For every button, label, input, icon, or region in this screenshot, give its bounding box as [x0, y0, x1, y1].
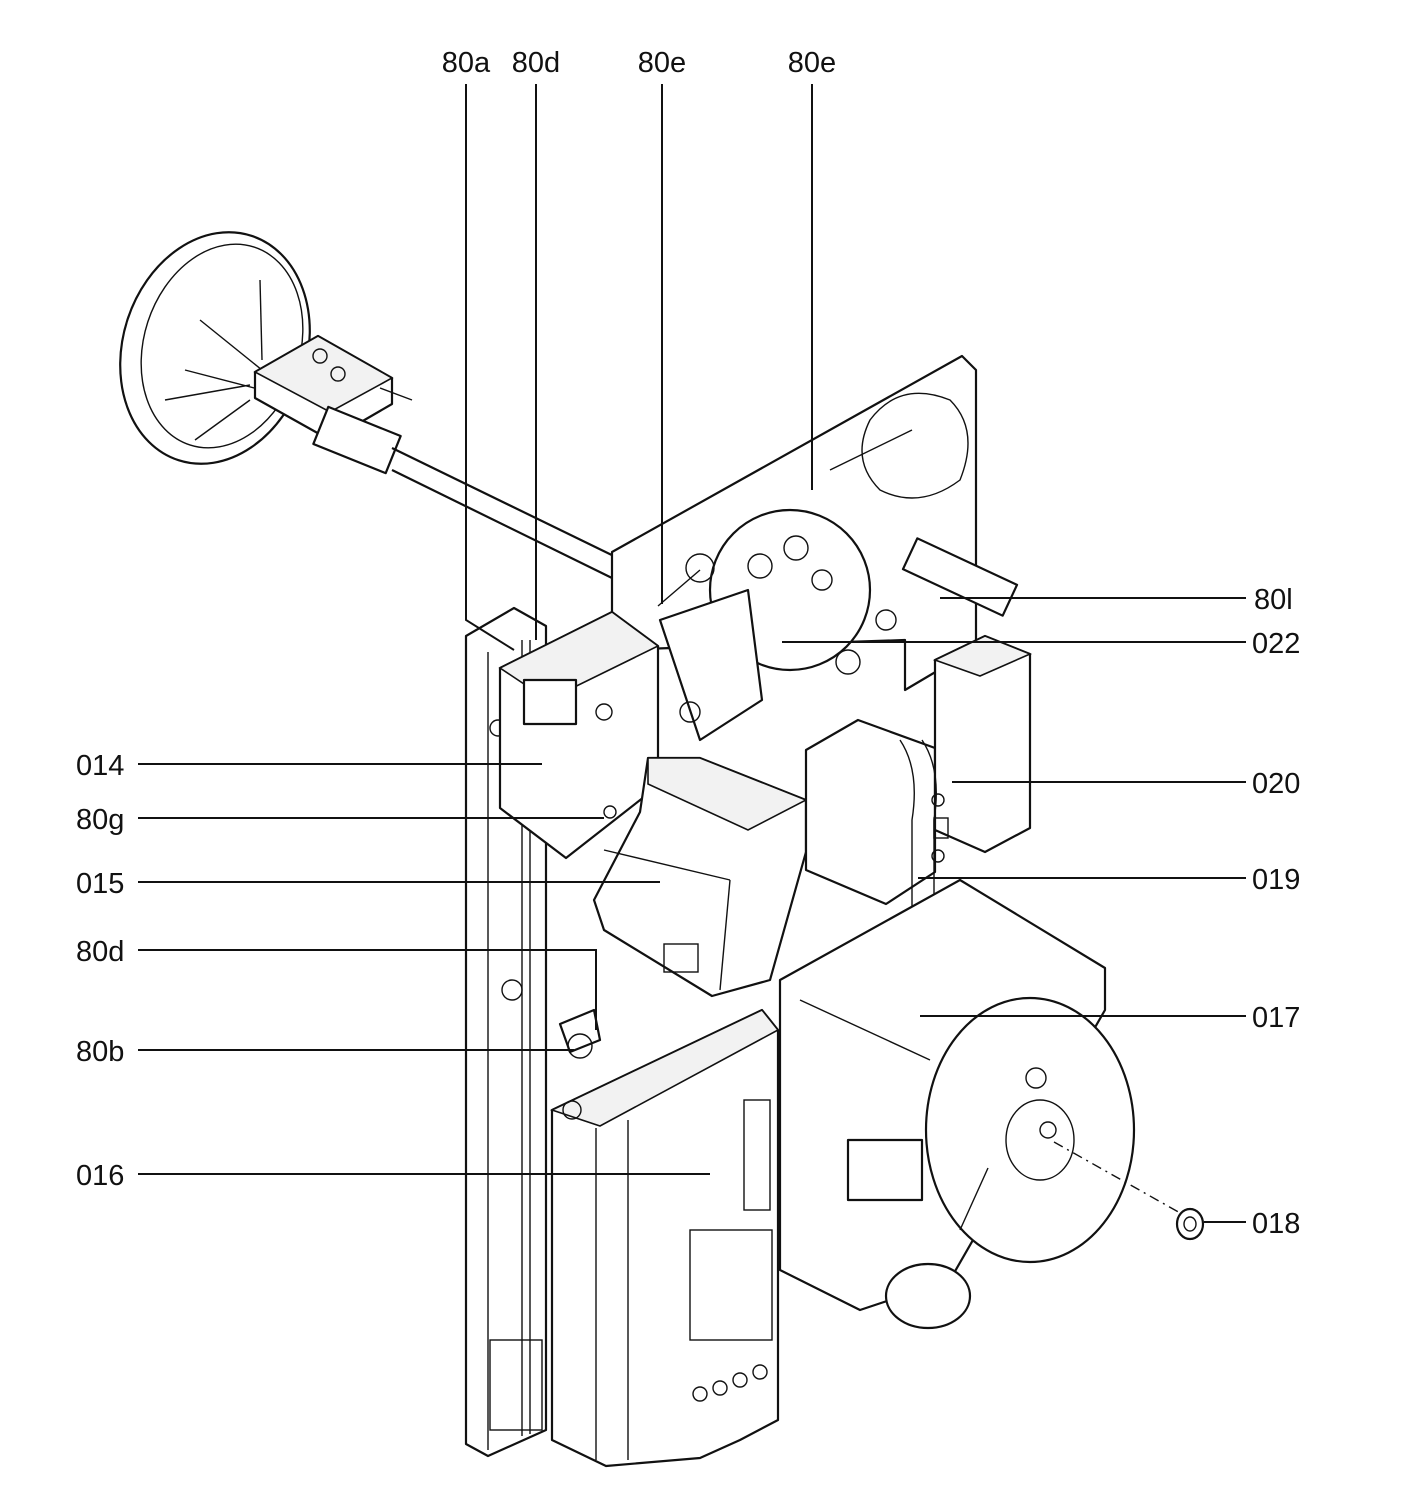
- label-014: 014: [76, 750, 124, 782]
- label-80d-top: 80d: [512, 47, 560, 79]
- damper-linkage: [657, 553, 764, 742]
- label-80a: 80a: [442, 47, 491, 79]
- label-015: 015: [76, 868, 124, 900]
- label-019: 019: [1252, 864, 1300, 896]
- callout-labels: 80a 80d 80e 80e 014 80g 015 80d 80b 016 …: [76, 47, 1300, 1240]
- component-014: [498, 610, 660, 860]
- label-022: 022: [1252, 628, 1300, 660]
- label-80b: 80b: [76, 1036, 124, 1068]
- leader-lines: [138, 84, 1246, 1223]
- label-020: 020: [1252, 768, 1300, 800]
- component-015: [592, 756, 808, 998]
- label-80e-1: 80e: [638, 47, 686, 79]
- label-016: 016: [76, 1160, 124, 1192]
- label-017: 017: [1252, 1002, 1300, 1034]
- burner-assembly-drawing: [119, 231, 1205, 1468]
- leader-80d-left: [138, 949, 597, 1030]
- component-016: [549, 1008, 780, 1468]
- component-017: [778, 878, 1136, 1330]
- component-020-019: [804, 609, 1033, 930]
- label-80d-left: 80d: [76, 936, 124, 968]
- label-018: 018: [1252, 1208, 1300, 1240]
- blast-tube: [391, 447, 623, 579]
- electrode-block: [253, 334, 413, 475]
- label-80g: 80g: [76, 804, 124, 836]
- component-018: [1053, 1141, 1205, 1241]
- leader-80a: [465, 84, 515, 651]
- label-80e-2: 80e: [788, 47, 836, 79]
- label-80l: 80l: [1254, 584, 1293, 616]
